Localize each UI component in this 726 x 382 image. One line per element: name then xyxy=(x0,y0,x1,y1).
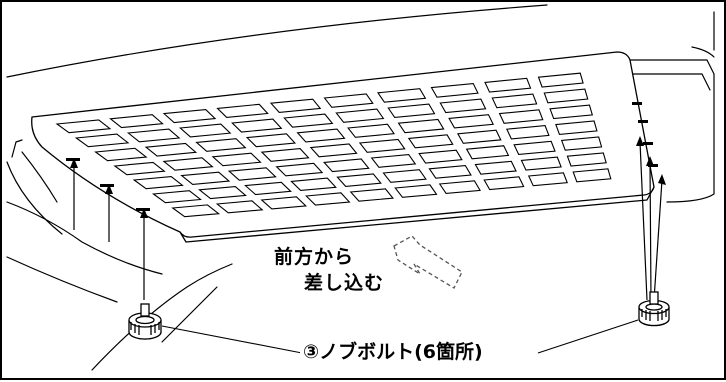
tray-hole xyxy=(456,129,502,144)
tray-hole xyxy=(260,148,310,162)
tray-hole xyxy=(55,119,112,134)
tray-hole xyxy=(109,114,164,129)
tray-hole xyxy=(439,98,487,114)
tray-hole xyxy=(397,118,445,134)
callout-leader-left xyxy=(161,325,303,354)
tray-hole xyxy=(428,164,472,179)
tray-hole xyxy=(418,149,463,164)
tray-hole xyxy=(198,185,247,200)
tray-hole xyxy=(113,161,166,176)
tray-ventilation-holes xyxy=(55,72,612,218)
left-rail xyxy=(11,139,58,203)
bolt-arrow-6 xyxy=(653,179,663,301)
right-body-lines xyxy=(691,11,715,58)
tray-hole xyxy=(537,72,584,88)
tray-hole xyxy=(382,169,427,183)
tray-hole xyxy=(151,190,202,204)
tray-hole xyxy=(178,123,232,138)
tray-hole xyxy=(94,147,148,162)
tray-hole xyxy=(323,93,374,108)
tray-hole xyxy=(323,158,370,173)
tray-hole xyxy=(216,103,269,119)
knob-bolt-callout: ③ノブボルト(6箇所) xyxy=(300,343,486,362)
tray-hole xyxy=(560,136,603,151)
right-bracket-inner xyxy=(631,73,711,91)
body-left-lower xyxy=(6,201,163,275)
tray-hole xyxy=(527,172,568,187)
tray-hole xyxy=(132,176,184,190)
body-bottom-sweep xyxy=(91,263,233,371)
tray-hole xyxy=(335,108,385,123)
body-left-curve xyxy=(6,161,63,235)
tray-hole xyxy=(430,82,479,98)
tray-hole xyxy=(566,152,607,167)
tray-hole xyxy=(215,200,264,214)
ceiling-line xyxy=(6,4,548,78)
bolt-arrow-5 xyxy=(649,161,652,301)
insert-direction-arrow xyxy=(393,235,463,289)
tray-hole xyxy=(498,109,544,124)
tray-hole xyxy=(180,171,231,185)
tray-hole xyxy=(465,145,510,160)
tray-hole xyxy=(290,177,337,192)
bolt-arrow-4 xyxy=(639,141,648,301)
tray-hole xyxy=(336,173,382,187)
insertion-instruction-line2: 差し込む xyxy=(304,272,385,294)
tray-hole xyxy=(513,140,556,156)
right-bracket xyxy=(621,59,715,203)
tray-hole xyxy=(304,192,351,206)
tray-hole xyxy=(448,114,495,129)
tray-hole xyxy=(484,77,532,93)
tray-hole xyxy=(309,143,358,158)
tray-hole xyxy=(245,133,297,148)
tray-hole xyxy=(260,196,308,210)
tray-hole xyxy=(171,204,221,218)
tray-hole xyxy=(483,176,525,191)
tray-hole xyxy=(506,125,550,140)
tray-hole xyxy=(520,156,562,171)
tray-hole xyxy=(211,152,262,167)
tray-hole xyxy=(275,162,324,177)
tray-hole xyxy=(543,88,589,104)
knob-bolt-right xyxy=(638,291,670,327)
tray-hole xyxy=(387,103,436,119)
knob-bolt-left xyxy=(128,303,162,340)
tray-hole xyxy=(126,128,181,143)
tray-hole xyxy=(572,168,612,183)
callout-leader-right xyxy=(537,319,639,354)
tray-hole xyxy=(347,123,396,138)
tray-hole xyxy=(549,104,594,120)
tray-hole xyxy=(370,153,417,168)
tray-hole xyxy=(349,188,395,202)
tray-hole xyxy=(491,93,538,109)
tray-hole xyxy=(195,138,247,152)
tray-hole xyxy=(438,180,481,195)
tray-hole xyxy=(227,167,277,181)
tray-hole xyxy=(162,157,214,171)
tray-hole xyxy=(555,120,598,135)
tray-hole xyxy=(358,138,406,153)
tray-hole xyxy=(231,118,283,133)
tray-hole xyxy=(474,160,517,175)
tray-hole xyxy=(283,113,334,128)
tray-hole xyxy=(407,134,454,149)
body-bottom-sweep-2 xyxy=(161,286,218,343)
tray-hole xyxy=(144,142,198,157)
tray-hole xyxy=(244,181,292,196)
tray-hole xyxy=(162,108,217,124)
insertion-instruction-line1: 前方から xyxy=(274,246,355,268)
body-left-edge xyxy=(6,256,118,303)
tray-hole xyxy=(296,128,346,143)
tray-hole xyxy=(377,88,427,103)
tray-hole xyxy=(394,184,438,198)
tray-hole xyxy=(74,133,130,148)
tray-hole xyxy=(269,98,322,113)
